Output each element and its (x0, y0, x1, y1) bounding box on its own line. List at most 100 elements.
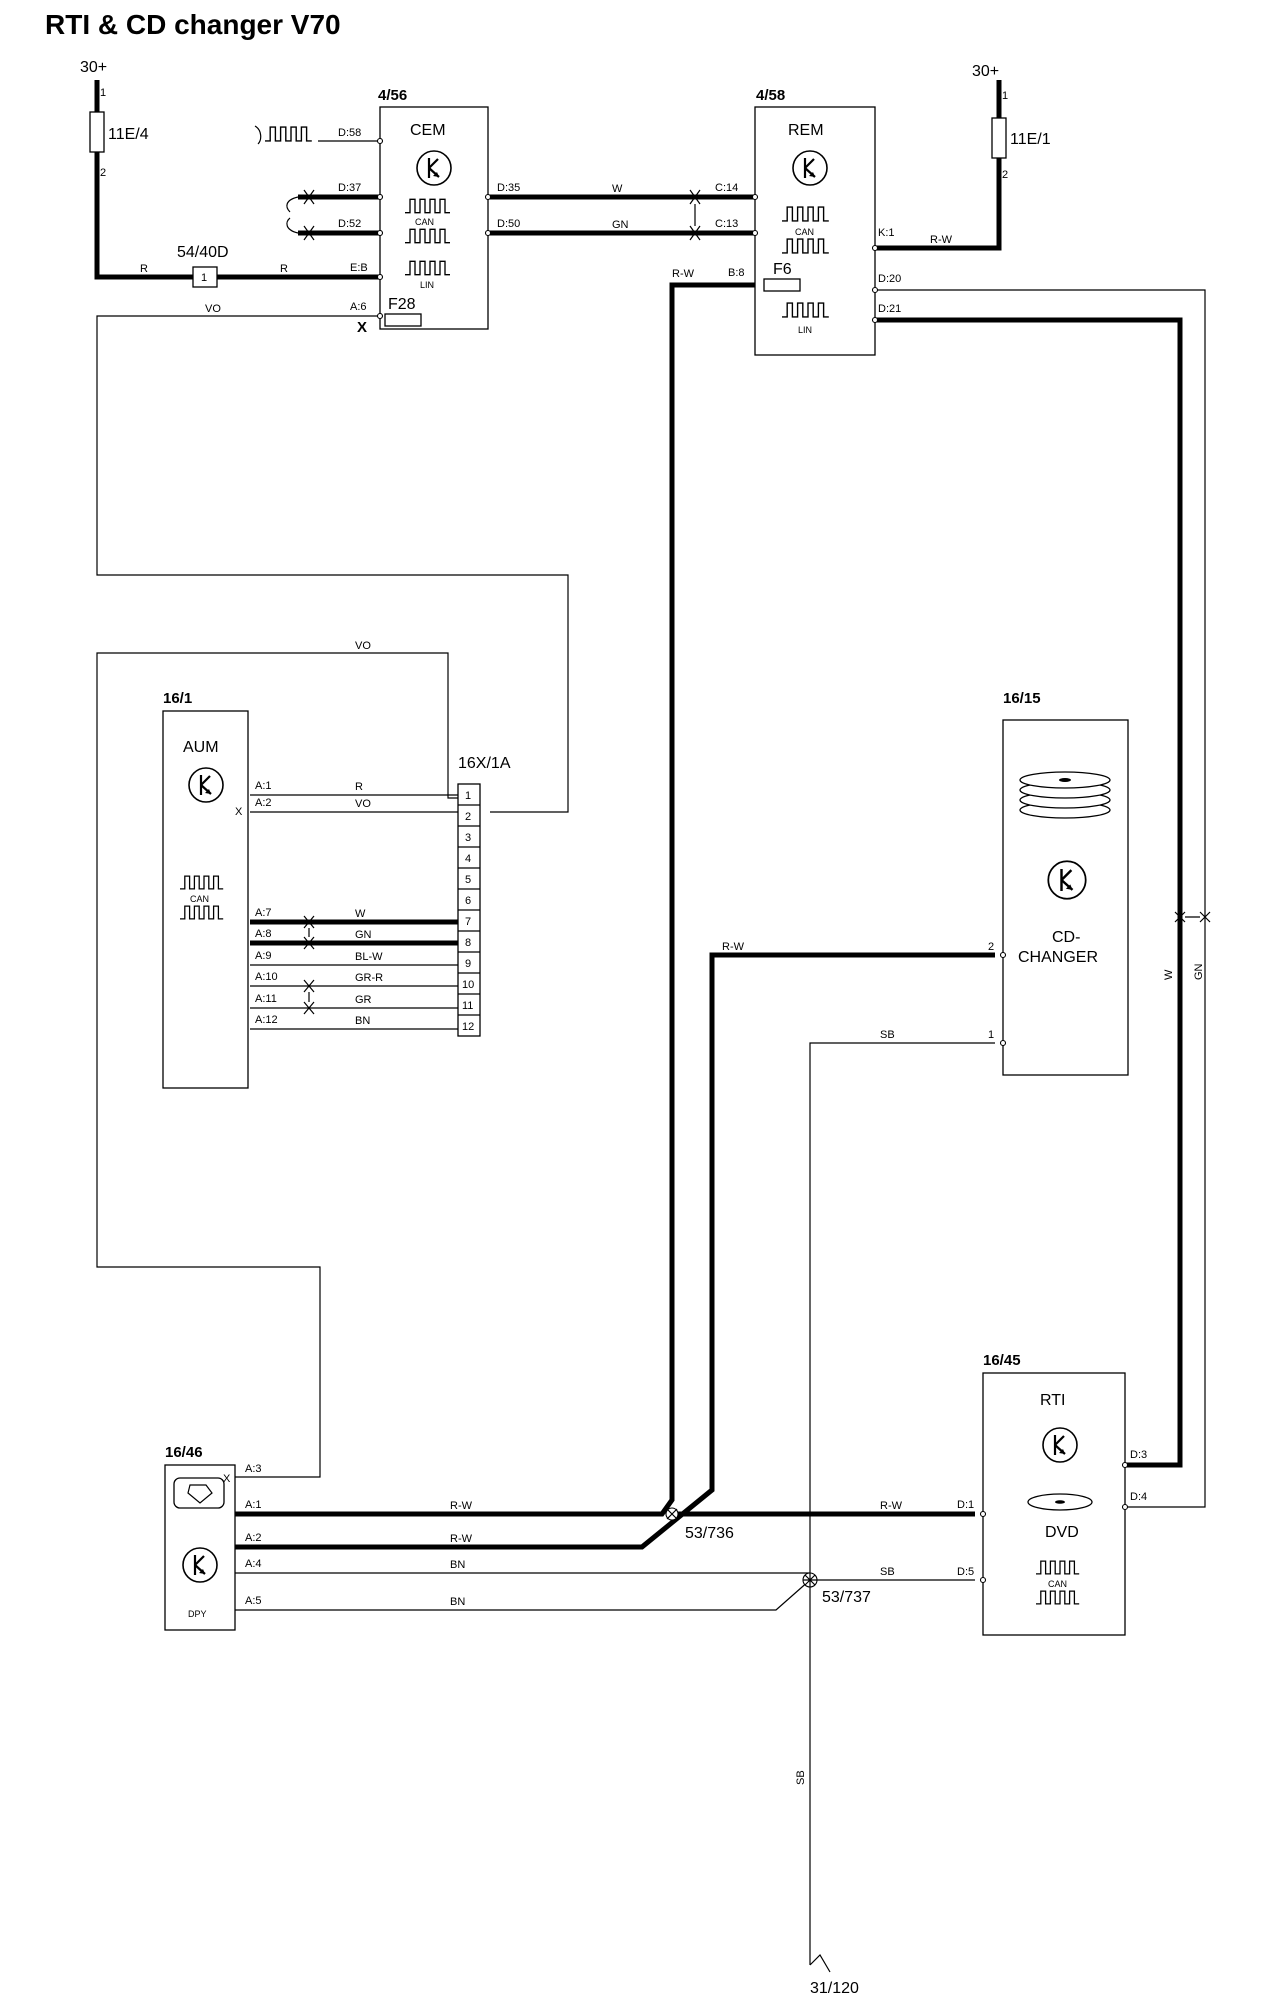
fuse-f6-icon (763, 278, 801, 292)
rem-pin-dot (871, 286, 879, 294)
cem-pin-dot (376, 312, 384, 320)
connector-16x-pin: 5 (465, 874, 471, 886)
connector-16x-pin: 9 (465, 958, 471, 970)
cem-pin-dot (484, 229, 492, 237)
display-dpy-label: DPY (188, 1609, 207, 1619)
rem-name: REM (788, 122, 824, 139)
display-pin-a5: A:5 (245, 1595, 262, 1607)
wire-label: R-W (450, 1500, 473, 1512)
wire-vo-loop (96, 315, 569, 813)
d58-curl (254, 125, 262, 145)
aum-name: AUM (183, 739, 219, 756)
rti-pin-d3: D:3 (1130, 1449, 1147, 1461)
rti-controller-icon (1041, 1426, 1079, 1464)
aum-pin-a2: A:2 (255, 797, 272, 809)
rem-lin-label: LIN (798, 325, 812, 335)
ground-symbol-icon (809, 1954, 831, 1973)
cem-pin-dot (376, 137, 384, 145)
rem-pin-dot (751, 229, 759, 237)
wires (94, 80, 1206, 1965)
cd-pin-2: 2 (988, 941, 994, 953)
rti-pin-dot (1121, 1461, 1129, 1469)
cem-pin-d52: D:52 (338, 218, 361, 230)
aum-pin-a7: A:7 (255, 907, 272, 919)
cem-tag: 4/56 (378, 87, 407, 104)
fuse-f6-label: F6 (773, 261, 792, 278)
ground-label: 31/120 (810, 1980, 859, 1997)
cd-pin-dot (999, 1039, 1007, 1047)
wire-label: R-W (722, 941, 745, 953)
cem-pin-d37: D:37 (338, 182, 361, 194)
connector-54-tag: 54/40D (177, 244, 229, 261)
wire-label: BL-W (355, 951, 383, 963)
cd-pin-1: 1 (988, 1029, 994, 1041)
fuse-right-pin2: 2 (1002, 169, 1008, 181)
display-pin-a1: A:1 (245, 1499, 262, 1511)
connector-16x-pin: 1 (465, 790, 471, 802)
wire-label: R (140, 263, 148, 275)
wire-label: SB (880, 1029, 895, 1041)
splice-53-736-cross (666, 1508, 678, 1520)
rti-name: RTI (1040, 1392, 1065, 1409)
wire-label: BN (450, 1559, 465, 1571)
wire-label: R-W (450, 1533, 473, 1545)
display-pin-a2: A:2 (245, 1532, 262, 1544)
rti-pin-dot (979, 1576, 987, 1584)
wire-label: GN (612, 219, 629, 231)
cem-pin-dot (376, 273, 384, 281)
fuse-left-pin2: 2 (100, 167, 106, 179)
connector-16x-pins: 1 2 3 4 5 6 7 8 9 10 11 12 (457, 783, 481, 1037)
twist-marks (303, 189, 1211, 1015)
wire-w-d20-d4 (875, 289, 1206, 1508)
cem-lin-label: LIN (420, 280, 434, 290)
rem-pin-b8: B:8 (728, 267, 745, 279)
fuse-f28-label: F28 (388, 296, 416, 313)
wire-label: R-W (672, 268, 695, 280)
rem-tag: 4/58 (756, 87, 785, 104)
aum-controller-icon (187, 766, 225, 804)
rem-pin-dot (871, 244, 879, 252)
rem-pin-dot (871, 316, 879, 324)
cem-x-mark: X (357, 319, 367, 336)
rti-pin-dot (1121, 1503, 1129, 1511)
wire-label: VO (205, 303, 221, 315)
cd-changer-tag: 16/15 (1003, 690, 1041, 707)
connector-16x-pin: 11 (462, 1000, 473, 1012)
connector-16x-pin: 10 (462, 979, 474, 991)
fuse-right-label: 11E/1 (1010, 131, 1051, 148)
aum-pin-a8: A:8 (255, 928, 272, 940)
cd-stack-icon (1019, 771, 1111, 819)
wire-labels: R R VO W GN R-W R-W VO R VO W GN BL-W GR… (140, 183, 1205, 1785)
rti-pin-d1: D:1 (957, 1499, 974, 1511)
cem-can-label: CAN (415, 217, 434, 227)
cem-controller-icon (415, 149, 453, 187)
cem-module (379, 106, 489, 330)
wire-label: VO (355, 640, 371, 652)
rem-pin-d21: D:21 (878, 303, 901, 315)
rti-dvd-label: DVD (1045, 1524, 1079, 1541)
fuse-right-pin1: 1 (1002, 90, 1008, 102)
wire-rw-cd-display (235, 952, 995, 1550)
splice-53-736-label: 53/736 (685, 1525, 734, 1542)
diagram-title: RTI & CD changer V70 (45, 9, 341, 40)
wire-label: W (612, 183, 623, 195)
aum-pin-a1: A:1 (255, 780, 272, 792)
rem-pin-k1: K:1 (878, 227, 895, 239)
display-x-mark: X (223, 1473, 231, 1485)
rem-module (754, 106, 876, 356)
rem-controller-icon (791, 149, 829, 187)
connector-16x-pin: 3 (465, 832, 471, 844)
connector-16x-pin: 2 (465, 811, 471, 823)
cem-pin-dot (484, 193, 492, 201)
connector-54-40d (192, 266, 218, 288)
display-controller-icon (181, 1546, 219, 1584)
wire-gn-d21-d3 (875, 317, 1183, 1468)
wire-label: BN (355, 1015, 370, 1027)
aum-pin-a11: A:11 (255, 993, 277, 1005)
fuse-f28-icon (384, 313, 422, 327)
wire-rw-rem-display (235, 282, 765, 1517)
wire-label: SB (795, 1770, 807, 1785)
wire-label: VO (355, 798, 371, 810)
rti-pin-dot (979, 1510, 987, 1518)
